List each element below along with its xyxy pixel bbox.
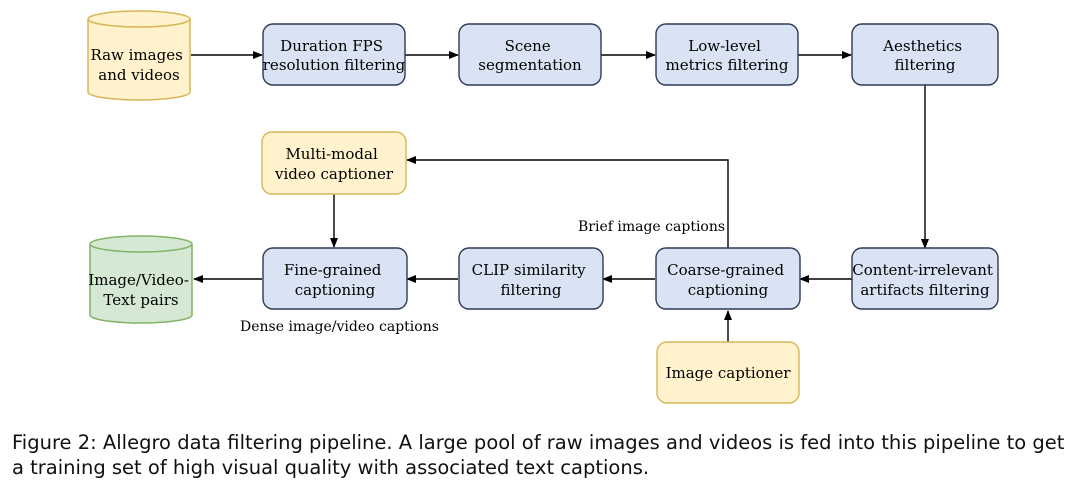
scene-segmentation-line2: segmentation xyxy=(478,56,582,74)
multimodal-captioner-node: Multi-modal video captioner xyxy=(261,131,407,195)
clip-filter-node: CLIP similarity filtering xyxy=(458,247,604,310)
content-irrelevant-line1: Content-irrelevant xyxy=(852,261,993,279)
scene-segmentation-node: Scene segmentation xyxy=(458,23,602,86)
aesthetics-filter-line1: Aesthetics xyxy=(882,37,962,55)
duration-filter-node: Duration FPS resolution filtering xyxy=(262,23,406,86)
pipeline-diagram: Brief image captions Dense image/video c… xyxy=(87,10,999,404)
lowlevel-metrics-line1: Low-level xyxy=(688,37,761,55)
raw-images-cylinder: Raw images and videos xyxy=(87,10,191,101)
aesthetics-filter-node: Aesthetics filtering xyxy=(851,23,999,86)
brief-captions-label: Brief image captions xyxy=(578,219,725,235)
edge-coarse-to-multimodal xyxy=(406,156,729,248)
svg-text:Aesthetics filtering: Aesthetics filtering xyxy=(882,37,967,74)
content-irrelevant-node: Content-irrelevant artifacts filtering xyxy=(851,247,999,310)
fine-grained-node: Fine-grained captioning xyxy=(262,247,408,310)
multimodal-captioner-line1: Multi-modal xyxy=(285,145,378,163)
clip-filter-line2: filtering xyxy=(501,281,562,299)
svg-text:Scene segmentation: Scene segmentation xyxy=(478,37,582,74)
text-pairs-label-line2: Text pairs xyxy=(103,291,178,309)
clip-filter-line1: CLIP similarity xyxy=(472,261,586,279)
fine-grained-line2: captioning xyxy=(295,281,376,299)
svg-text:Coarse-grained captionin: Coarse-grained captioning xyxy=(667,261,789,299)
lowlevel-metrics-line2: metrics filtering xyxy=(666,56,789,74)
raw-images-label-line2: and videos xyxy=(98,66,179,84)
scene-segmentation-line1: Scene xyxy=(505,37,551,55)
svg-text:Fine-grained captioning: Fine-grained captioning xyxy=(284,261,386,299)
content-irrelevant-line2: artifacts filtering xyxy=(860,281,990,299)
svg-text:CLIP similarity filterin: CLIP similarity filtering xyxy=(472,261,591,299)
coarse-grained-node: Coarse-grained captioning xyxy=(655,247,801,310)
lowlevel-metrics-node: Low-level metrics filtering xyxy=(655,23,799,86)
multimodal-captioner-line2: video captioner xyxy=(274,165,394,183)
duration-filter-line2: resolution filtering xyxy=(263,56,406,74)
svg-text:Low-level metrics filter: Low-level metrics filtering xyxy=(666,37,789,74)
svg-text:Image captioner: Image captioner xyxy=(666,364,792,382)
edges xyxy=(191,51,929,342)
figure-caption-text: Allegro data filtering pipeline. A large… xyxy=(12,431,1065,479)
text-pairs-label-line1: Image/Video- xyxy=(88,271,189,289)
dense-captions-label: Dense image/video captions xyxy=(240,319,439,335)
image-captioner-label: Image captioner xyxy=(666,364,792,382)
duration-filter-line1: Duration FPS xyxy=(280,37,383,55)
coarse-grained-line2: captioning xyxy=(688,281,769,299)
svg-text:Duration FPS resolution: Duration FPS resolution filtering xyxy=(263,37,406,74)
image-captioner-node: Image captioner xyxy=(656,341,800,404)
text-pairs-cylinder: Image/Video- Text pairs xyxy=(88,235,193,324)
figure-caption-label: Figure 2: xyxy=(12,431,97,454)
aesthetics-filter-line2: filtering xyxy=(895,56,956,74)
figure-caption: Figure 2: Allegro data filtering pipelin… xyxy=(12,430,1072,480)
raw-images-label-line1: Raw images xyxy=(90,46,182,64)
coarse-grained-line1: Coarse-grained xyxy=(667,261,784,279)
fine-grained-line1: Fine-grained xyxy=(284,261,382,279)
svg-text:Image/Video- Text pairs: Image/Video- Text pairs xyxy=(88,271,193,309)
svg-text:Multi-modal video captio: Multi-modal video captioner xyxy=(274,145,394,183)
svg-text:Raw images and videos: Raw images and videos xyxy=(90,46,187,84)
svg-text:Content-irrelevant artif: Content-irrelevant artifacts filtering xyxy=(852,261,997,299)
